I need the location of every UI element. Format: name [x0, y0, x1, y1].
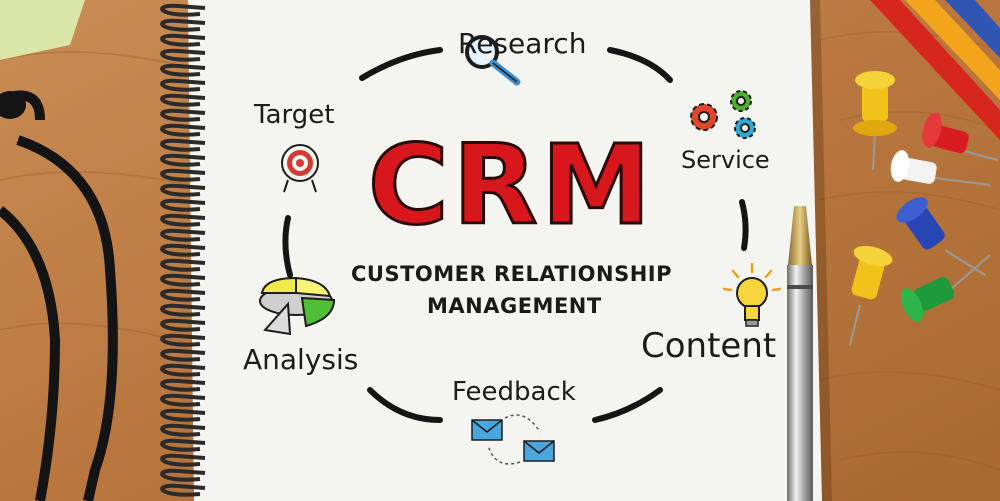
pie-chart-icon	[259, 276, 336, 336]
gears-icon	[690, 90, 756, 139]
spiral-coil	[160, 303, 206, 317]
lightbulb-icon	[722, 262, 782, 327]
spiral-coil	[160, 198, 206, 212]
spiral-coil	[160, 243, 206, 257]
spiral-coil	[160, 228, 206, 242]
notebook-page	[188, 0, 822, 501]
spiral-coil	[160, 453, 206, 467]
ballpoint-pen	[787, 206, 813, 501]
spiral-coil	[160, 213, 206, 227]
spiral-coil	[160, 318, 206, 332]
spiral-coil	[160, 288, 206, 302]
spiral-coil	[160, 48, 206, 62]
label-content: Content	[641, 326, 777, 366]
label-analysis: Analysis	[243, 343, 359, 376]
crm-title: CRM	[367, 121, 655, 249]
spiral-coil	[160, 333, 206, 347]
spiral-coil	[160, 18, 206, 32]
red-pin	[922, 112, 999, 161]
target-icon	[281, 144, 319, 193]
spiral-coil	[160, 3, 206, 17]
subtitle-line-1: CUSTOMER RELATIONSHIP	[351, 262, 672, 286]
spiral-coil	[160, 483, 206, 497]
spiral-coil	[160, 408, 206, 422]
spiral-coil	[160, 468, 206, 482]
spiral-coil	[160, 423, 206, 437]
spiral-coil	[160, 168, 206, 182]
spiral-coil	[160, 78, 206, 92]
magnifier-icon	[465, 35, 521, 86]
label-research: Research	[458, 27, 587, 60]
label-target: Target	[254, 100, 335, 130]
label-service: Service	[681, 146, 770, 174]
sticky-note	[0, 0, 85, 60]
envelopes-exchange-icon	[471, 414, 555, 465]
spiral-coil	[160, 393, 206, 407]
yellow-pin	[853, 71, 897, 171]
spiral-coil	[160, 123, 206, 137]
spiral-coil	[160, 138, 206, 152]
spiral-coil	[160, 153, 206, 167]
white-pin	[890, 150, 991, 186]
label-feedback: Feedback	[452, 377, 576, 407]
spiral-coil	[160, 348, 206, 362]
push-pins	[849, 71, 999, 346]
spiral-coil	[160, 258, 206, 272]
colored-pencils	[870, 0, 1000, 140]
subtitle-line-2: MANAGEMENT	[427, 294, 602, 318]
spiral-binding	[160, 3, 206, 497]
green-pin	[900, 254, 991, 322]
spiral-coil	[160, 63, 206, 77]
spiral-coil	[160, 33, 206, 47]
spiral-coil	[160, 438, 206, 452]
cycle-arcs	[282, 47, 749, 423]
wood-grain	[0, 31, 1000, 471]
yellow-pin-2	[849, 245, 893, 346]
spiral-coil	[160, 183, 206, 197]
spiral-coil	[160, 378, 206, 392]
spiral-coil	[160, 93, 206, 107]
spiral-coil	[160, 108, 206, 122]
spiral-coil	[160, 363, 206, 377]
blue-pin	[896, 197, 986, 276]
spiral-coil	[160, 273, 206, 287]
